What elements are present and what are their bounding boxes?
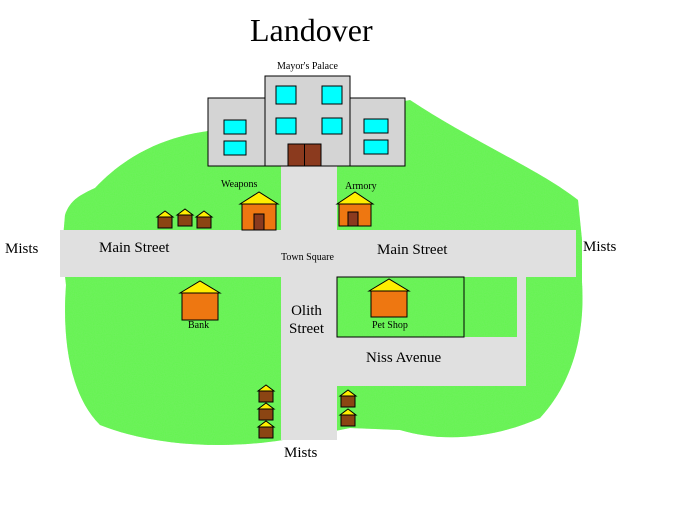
armory-shop: [335, 191, 375, 227]
bank-label: Bank: [188, 320, 210, 331]
palace-window: [321, 117, 343, 135]
olith-street-line1: Olith: [291, 303, 322, 319]
olith-street-road: [281, 160, 337, 440]
huts: [155, 208, 358, 439]
palace-window: [223, 140, 247, 156]
mists-west-label: Mists: [5, 241, 39, 257]
hut: [256, 384, 276, 403]
palace-window: [363, 139, 389, 155]
roads: [60, 160, 576, 440]
olith-street-line2: Street: [289, 321, 324, 337]
niss-avenue-label: Niss Avenue: [366, 350, 442, 366]
hut: [256, 402, 276, 421]
mayors-palace-building: [207, 75, 406, 167]
hut: [256, 420, 276, 439]
palace-window: [223, 119, 247, 135]
main-street-east-label: Main Street: [377, 242, 448, 258]
main-street-west-label: Main Street: [99, 240, 170, 256]
bank-building: [178, 280, 222, 321]
town-square-label: Town Square: [281, 252, 334, 263]
weapons-shop: [238, 191, 280, 231]
map-title: Landover: [250, 12, 373, 48]
palace-window: [275, 85, 297, 105]
hut: [194, 210, 214, 229]
niss-avenue-road: [337, 277, 526, 386]
mayors-palace-label: Mayor's Palace: [277, 61, 338, 72]
palace-window: [275, 117, 297, 135]
mists-south-label: Mists: [284, 445, 318, 461]
hut: [338, 408, 358, 427]
pet-shop-building: [367, 278, 411, 318]
armory-label: Armory: [345, 181, 377, 192]
pet-shop-label: Pet Shop: [372, 320, 408, 331]
olith-street-label: Olith Street: [289, 304, 324, 337]
weapons-label: Weapons: [221, 179, 258, 190]
hut: [175, 208, 195, 227]
palace-window: [363, 118, 389, 134]
hut: [338, 389, 358, 408]
hut: [155, 210, 175, 229]
mists-east-label: Mists: [583, 239, 617, 255]
pet-shop-lot: [336, 276, 465, 338]
palace-window: [321, 85, 343, 105]
